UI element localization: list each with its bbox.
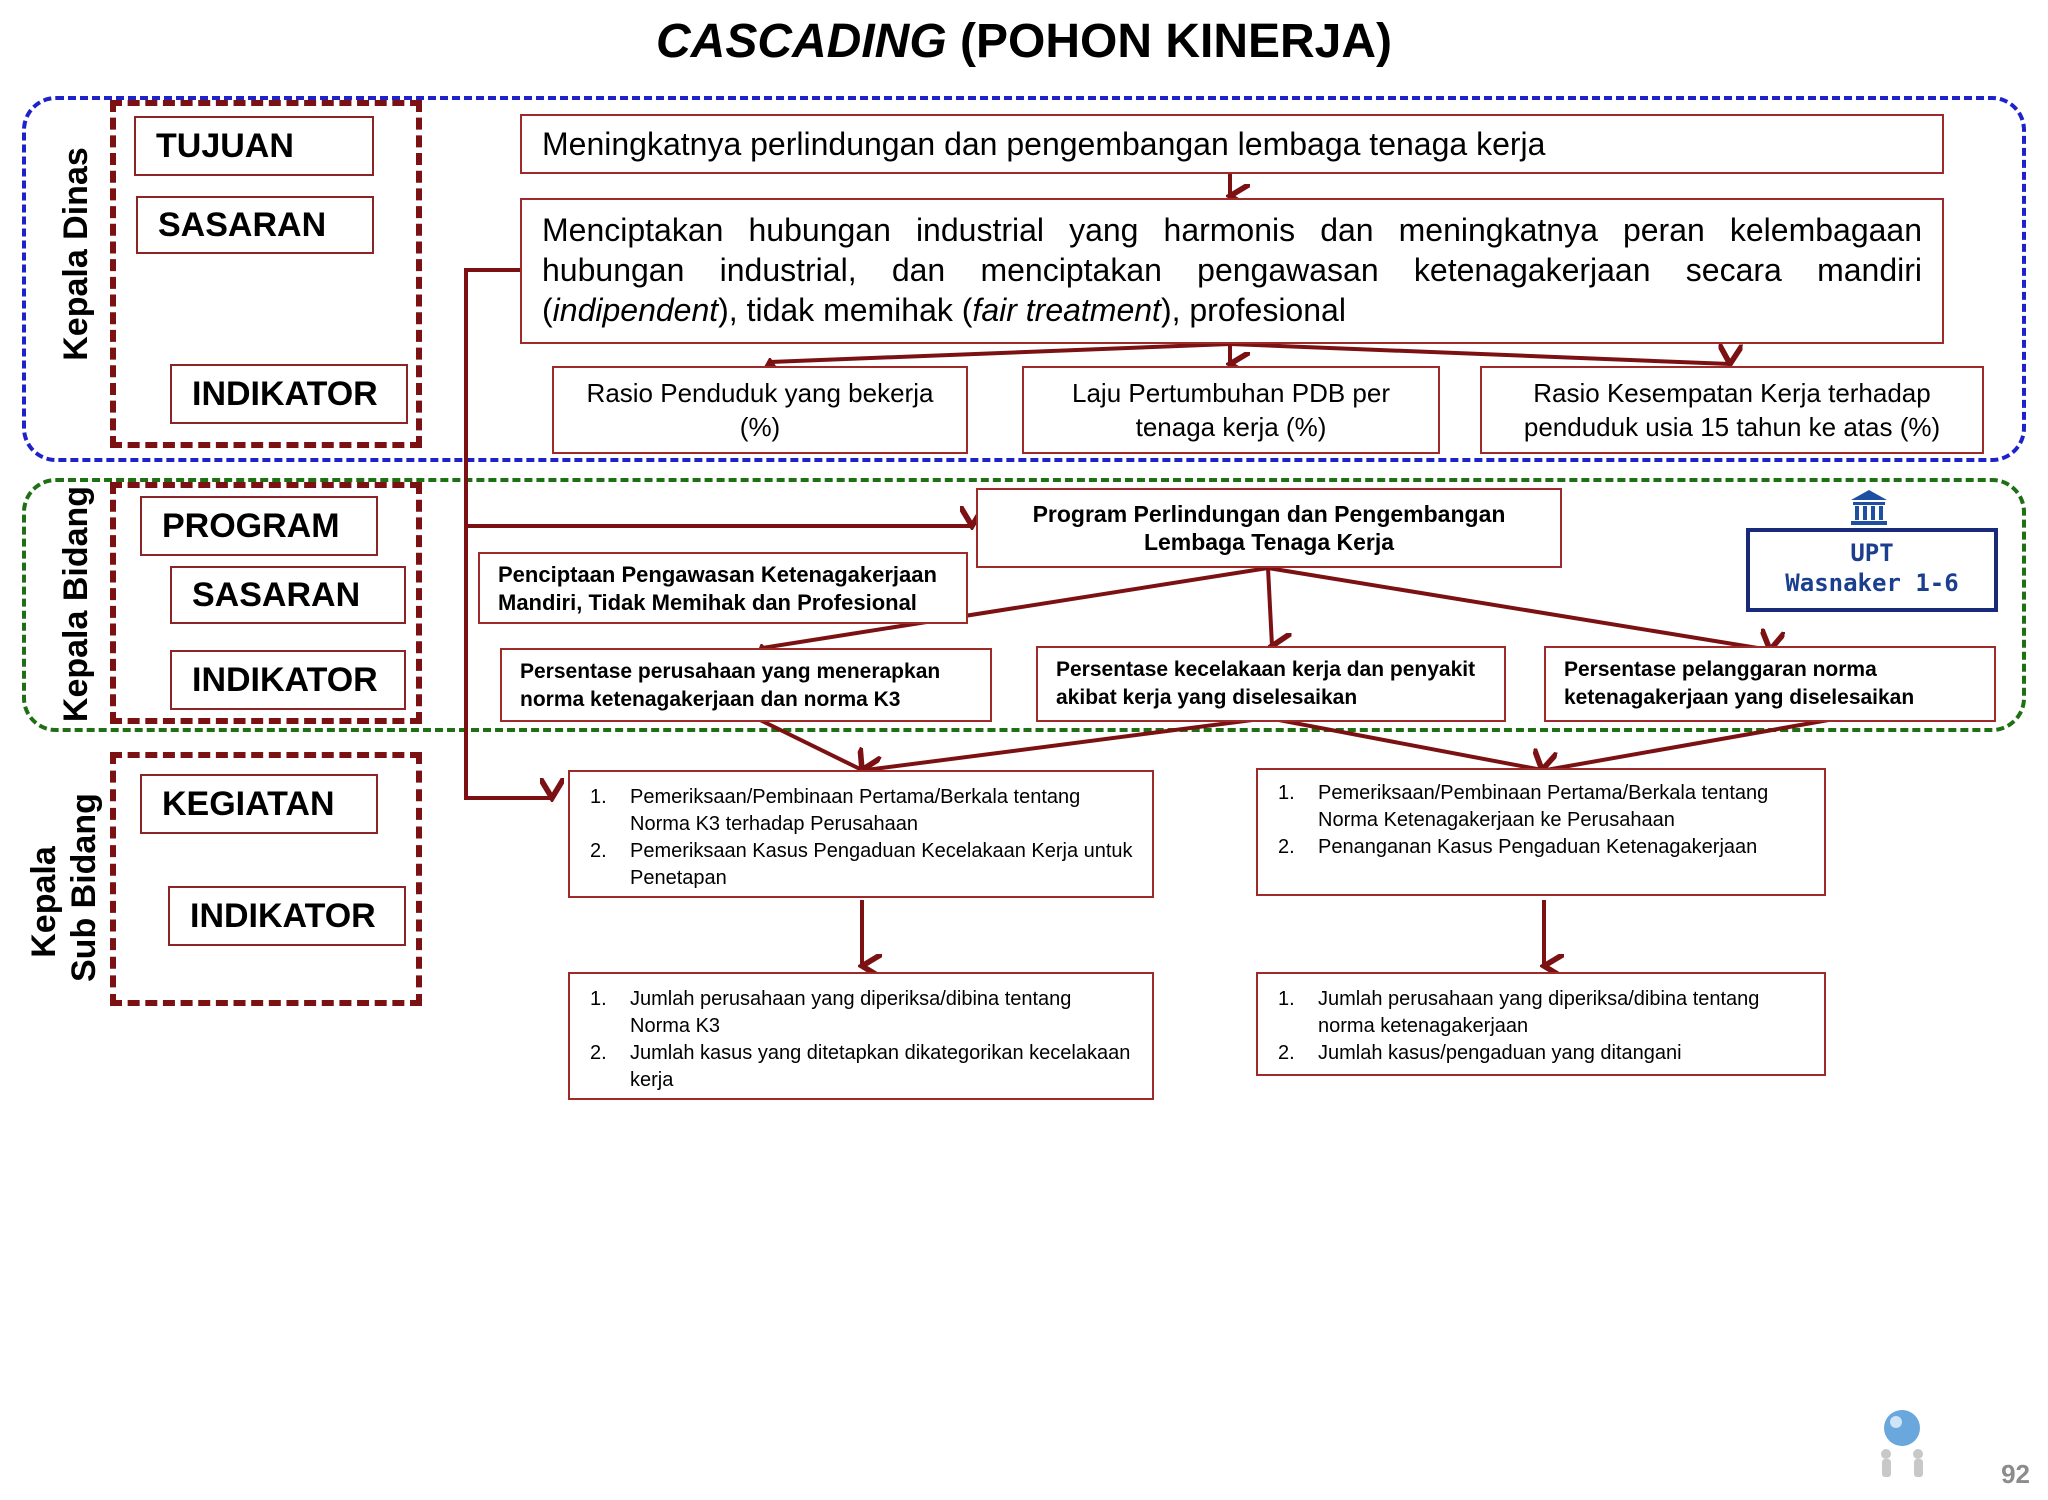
sub-indicator-right-list: 1.Jumlah perusahaan yang diperiksa/dibin… — [1278, 986, 1808, 1067]
arrow-sasaran-ind3 — [1230, 344, 1730, 364]
list-text: Penanganan Kasus Pengaduan Ketenagakerja… — [1318, 834, 1757, 861]
list-text: Jumlah perusahaan yang diperiksa/dibina … — [630, 986, 1136, 1040]
presenter-logo-icon — [1872, 1406, 1932, 1486]
kegiatan-left-box: 1.Pemeriksaan/Pembinaan Pertama/Berkala … — [568, 770, 1154, 898]
arrow-program-ind2 — [1268, 568, 1272, 646]
list-num: 2. — [590, 1040, 630, 1094]
bidang-indicator-3: Persentase pelanggaran norma ketenagaker… — [1544, 646, 1996, 722]
bank-icon-svg — [1847, 486, 1891, 530]
list-text: Pemeriksaan/Pembinaan Pertama/Berkala te… — [1318, 780, 1808, 834]
upt-box: UPT Wasnaker 1-6 — [1746, 528, 1998, 612]
sasaran-bidang-box: Penciptaan Pengawasan Ketenagakerjaan Ma… — [478, 552, 968, 624]
sub-indicator-right-box: 1.Jumlah perusahaan yang diperiksa/dibin… — [1256, 972, 1826, 1076]
list-text: Pemeriksaan Kasus Pengaduan Kecelakaan K… — [630, 838, 1136, 892]
list-item: 1.Jumlah perusahaan yang diperiksa/dibin… — [590, 986, 1136, 1040]
list-item: 1.Jumlah perusahaan yang diperiksa/dibin… — [1278, 986, 1808, 1040]
dinas-indicator-1: Rasio Penduduk yang bekerja (%) — [552, 366, 968, 454]
page-number: 92 — [2001, 1459, 2030, 1490]
bidang-indicator-1: Persentase perusahaan yang menerapkan no… — [500, 648, 992, 722]
bank-icon — [1842, 486, 1896, 534]
list-num: 1. — [590, 986, 630, 1040]
list-num: 2. — [590, 838, 630, 892]
sasaran-part3: ), profesional — [1161, 292, 1346, 328]
presenter-logo-svg — [1872, 1406, 1932, 1486]
list-num: 1. — [1278, 986, 1318, 1040]
dinas-indicator-2: Laju Pertumbuhan PDB per tenaga kerja (%… — [1022, 366, 1440, 454]
sasaran-box: Menciptakan hubungan industrial yang har… — [520, 198, 1944, 344]
tujuan-box: Meningkatnya perlindungan dan pengembang… — [520, 114, 1944, 174]
list-text: Jumlah perusahaan yang diperiksa/dibina … — [1318, 986, 1808, 1040]
arrow-sasaran-ind1 — [770, 344, 1230, 362]
kegiatan-right-box: 1.Pemeriksaan/Pembinaan Pertama/Berkala … — [1256, 768, 1826, 896]
list-item: 2.Jumlah kasus yang ditetapkan dikategor… — [590, 1040, 1136, 1094]
list-num: 1. — [1278, 780, 1318, 834]
kegiatan-right-list: 1.Pemeriksaan/Pembinaan Pertama/Berkala … — [1278, 780, 1808, 861]
program-box: Program Perlindungan dan Pengembangan Le… — [976, 488, 1562, 568]
arrow-ind3-keg-right — [1546, 718, 1840, 770]
arrow-program-ind3 — [1268, 568, 1770, 650]
list-item: 2.Penanganan Kasus Pengaduan Ketenagaker… — [1278, 834, 1808, 861]
list-num: 2. — [1278, 1040, 1318, 1067]
list-item: 1.Pemeriksaan/Pembinaan Pertama/Berkala … — [1278, 780, 1808, 834]
sasaran-italic1: indipendent — [553, 292, 718, 328]
list-text: Jumlah kasus yang ditetapkan dikategorik… — [630, 1040, 1136, 1094]
list-text: Jumlah kasus/pengaduan yang ditangani — [1318, 1040, 1682, 1067]
upt-line1: UPT — [1750, 538, 1994, 568]
arrow-ind1-keg-left — [756, 718, 862, 770]
arrow-ind2-keg-right — [1268, 718, 1542, 770]
list-text: Pemeriksaan/Pembinaan Pertama/Berkala te… — [630, 784, 1136, 838]
list-item: 2.Jumlah kasus/pengaduan yang ditangani — [1278, 1040, 1808, 1067]
list-item: 2.Pemeriksaan Kasus Pengaduan Kecelakaan… — [590, 838, 1136, 892]
sasaran-italic2: fair treatment — [972, 292, 1161, 328]
list-num: 1. — [590, 784, 630, 838]
upt-line2: Wasnaker 1-6 — [1750, 568, 1994, 598]
sub-indicator-left-list: 1.Jumlah perusahaan yang diperiksa/dibin… — [590, 986, 1136, 1094]
arrow-ind2-keg-left — [866, 718, 1268, 770]
bidang-indicator-2: Persentase kecelakaan kerja dan penyakit… — [1036, 646, 1506, 722]
kegiatan-left-list: 1.Pemeriksaan/Pembinaan Pertama/Berkala … — [590, 784, 1136, 892]
sub-indicator-left-box: 1.Jumlah perusahaan yang diperiksa/dibin… — [568, 972, 1154, 1100]
list-num: 2. — [1278, 834, 1318, 861]
list-item: 1.Pemeriksaan/Pembinaan Pertama/Berkala … — [590, 784, 1136, 838]
sasaran-part2: ), tidak memihak ( — [718, 292, 972, 328]
dinas-indicator-3: Rasio Kesempatan Kerja terhadap penduduk… — [1480, 366, 1984, 454]
